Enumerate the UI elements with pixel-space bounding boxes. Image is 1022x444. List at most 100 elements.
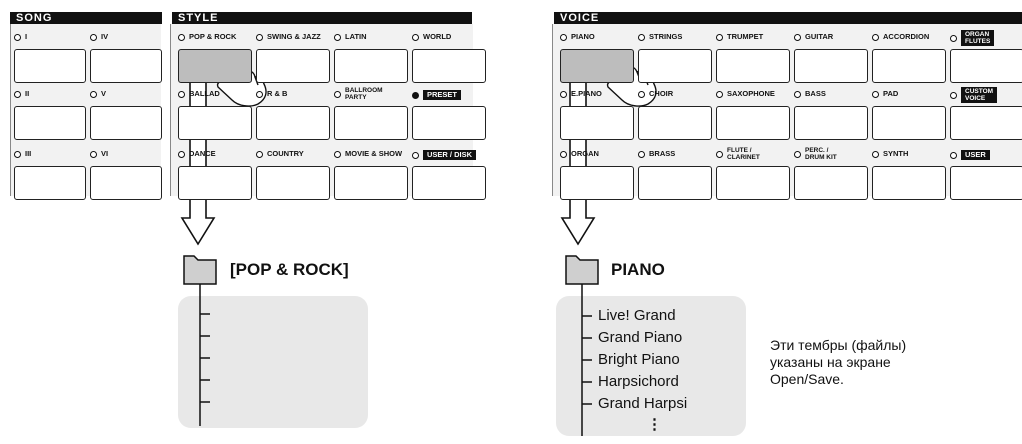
button-label: LATIN — [345, 33, 367, 41]
button-label: BRASS — [649, 150, 675, 158]
song-label-vi: VI — [90, 150, 108, 158]
button-label: COUNTRY — [267, 150, 304, 158]
button-label: ACCORDION — [883, 33, 929, 41]
indicator-led — [716, 34, 723, 41]
indicator-led — [256, 151, 263, 158]
indicator-led — [560, 151, 567, 158]
button-label: FLUTE /CLARINET — [727, 147, 760, 161]
style-label-ballad: BALLAD — [178, 90, 220, 98]
indicator-led — [90, 151, 97, 158]
voice-label-e-piano: E.PIANO — [560, 90, 602, 98]
voice-button-bass[interactable] — [794, 106, 868, 140]
button-label: WORLD — [423, 33, 451, 41]
song-button-v[interactable] — [90, 106, 162, 140]
voice-button-choir[interactable] — [638, 106, 712, 140]
song-button-vi[interactable] — [90, 166, 162, 200]
voice-folder-icon — [566, 256, 598, 284]
style-label-latin: LATIN — [334, 33, 367, 41]
style-label-preset: PRESET — [412, 90, 461, 100]
button-label: CUSTOMVOICE — [961, 87, 997, 103]
button-label: ORGANFLUTES — [961, 30, 994, 46]
button-label: IV — [101, 33, 108, 41]
voice-button-guitar[interactable] — [794, 49, 868, 83]
button-label: PAD — [883, 90, 898, 98]
song-button-iv[interactable] — [90, 49, 162, 83]
style-button-user-disk[interactable] — [412, 166, 486, 200]
style-button-swing-jazz[interactable] — [256, 49, 330, 83]
voice-file-item[interactable]: Grand Piano — [598, 329, 682, 346]
style-button-ballad[interactable] — [178, 106, 252, 140]
indicator-led — [178, 151, 185, 158]
style-button-pop-rock[interactable] — [178, 49, 252, 83]
voice-label-bass: BASS — [794, 90, 826, 98]
button-label: VI — [101, 150, 108, 158]
voice-button-accordion[interactable] — [872, 49, 946, 83]
style-button-country[interactable] — [256, 166, 330, 200]
voice-button-organ[interactable] — [560, 166, 634, 200]
button-label: III — [25, 150, 31, 158]
button-label: USER — [961, 150, 990, 160]
voice-file-list-more: ⋮ — [647, 415, 662, 433]
indicator-led — [716, 151, 723, 158]
button-label: USER / DISK — [423, 150, 476, 160]
voice-label-piano: PIANO — [560, 33, 595, 41]
voice-button-piano[interactable] — [560, 49, 634, 83]
style-button-movie-show[interactable] — [334, 166, 408, 200]
song-button-ii[interactable] — [14, 106, 86, 140]
style-label-pop-rock: POP & ROCK — [178, 33, 236, 41]
voice-file-item[interactable]: Grand Harpsi — [598, 395, 687, 412]
song-label-iii: III — [14, 150, 31, 158]
song-button-iii[interactable] — [14, 166, 86, 200]
voice-button-trumpet[interactable] — [716, 49, 790, 83]
indicator-led — [256, 34, 263, 41]
voice-label-pad: PAD — [872, 90, 898, 98]
indicator-led — [178, 91, 185, 98]
button-label: POP & ROCK — [189, 33, 236, 41]
indicator-led — [90, 91, 97, 98]
voice-button-brass[interactable] — [638, 166, 712, 200]
indicator-led — [560, 34, 567, 41]
voice-button-e-piano[interactable] — [560, 106, 634, 140]
style-button-preset[interactable] — [412, 106, 486, 140]
song-button-i[interactable] — [14, 49, 86, 83]
voice-file-item[interactable]: Bright Piano — [598, 351, 680, 368]
style-button-dance[interactable] — [178, 166, 252, 200]
button-label: II — [25, 90, 29, 98]
indicator-led — [716, 91, 723, 98]
style-button-latin[interactable] — [334, 49, 408, 83]
style-button-world[interactable] — [412, 49, 486, 83]
voice-button-perc-drum-kit[interactable] — [794, 166, 868, 200]
voice-file-item[interactable]: Harpsichord — [598, 373, 679, 390]
indicator-led — [794, 151, 801, 158]
voice-button-saxophone[interactable] — [716, 106, 790, 140]
voice-label-trumpet: TRUMPET — [716, 33, 763, 41]
voice-folder-tree-lines — [582, 284, 592, 436]
style-label-world: WORLD — [412, 33, 451, 41]
style-button-r-b[interactable] — [256, 106, 330, 140]
voice-button-custom-voice[interactable] — [950, 106, 1022, 140]
voice-button-organ-flutes[interactable] — [950, 49, 1022, 83]
voice-file-item[interactable]: Live! Grand — [598, 307, 676, 324]
style-button-ballroom-party[interactable] — [334, 106, 408, 140]
indicator-led — [872, 91, 879, 98]
voice-button-synth[interactable] — [872, 166, 946, 200]
voice-button-strings[interactable] — [638, 49, 712, 83]
voice-folder-label: PIANO — [611, 260, 665, 280]
style-folder-label: [POP & ROCK] — [230, 260, 349, 280]
button-label: MOVIE & SHOW — [345, 150, 402, 158]
indicator-led — [412, 34, 419, 41]
style-label-user-disk: USER / DISK — [412, 150, 476, 160]
voice-label-choir: CHOIR — [638, 90, 673, 98]
indicator-led — [872, 151, 879, 158]
button-label: SWING & JAZZ — [267, 33, 321, 41]
indicator-led — [950, 35, 957, 42]
voice-button-user[interactable] — [950, 166, 1022, 200]
indicator-led — [412, 92, 419, 99]
song-label-ii: II — [14, 90, 29, 98]
button-label: R & B — [267, 90, 287, 98]
voice-label-accordion: ACCORDION — [872, 33, 929, 41]
voice-button-pad[interactable] — [872, 106, 946, 140]
voice-button-flute-clarinet[interactable] — [716, 166, 790, 200]
style-label-country: COUNTRY — [256, 150, 304, 158]
